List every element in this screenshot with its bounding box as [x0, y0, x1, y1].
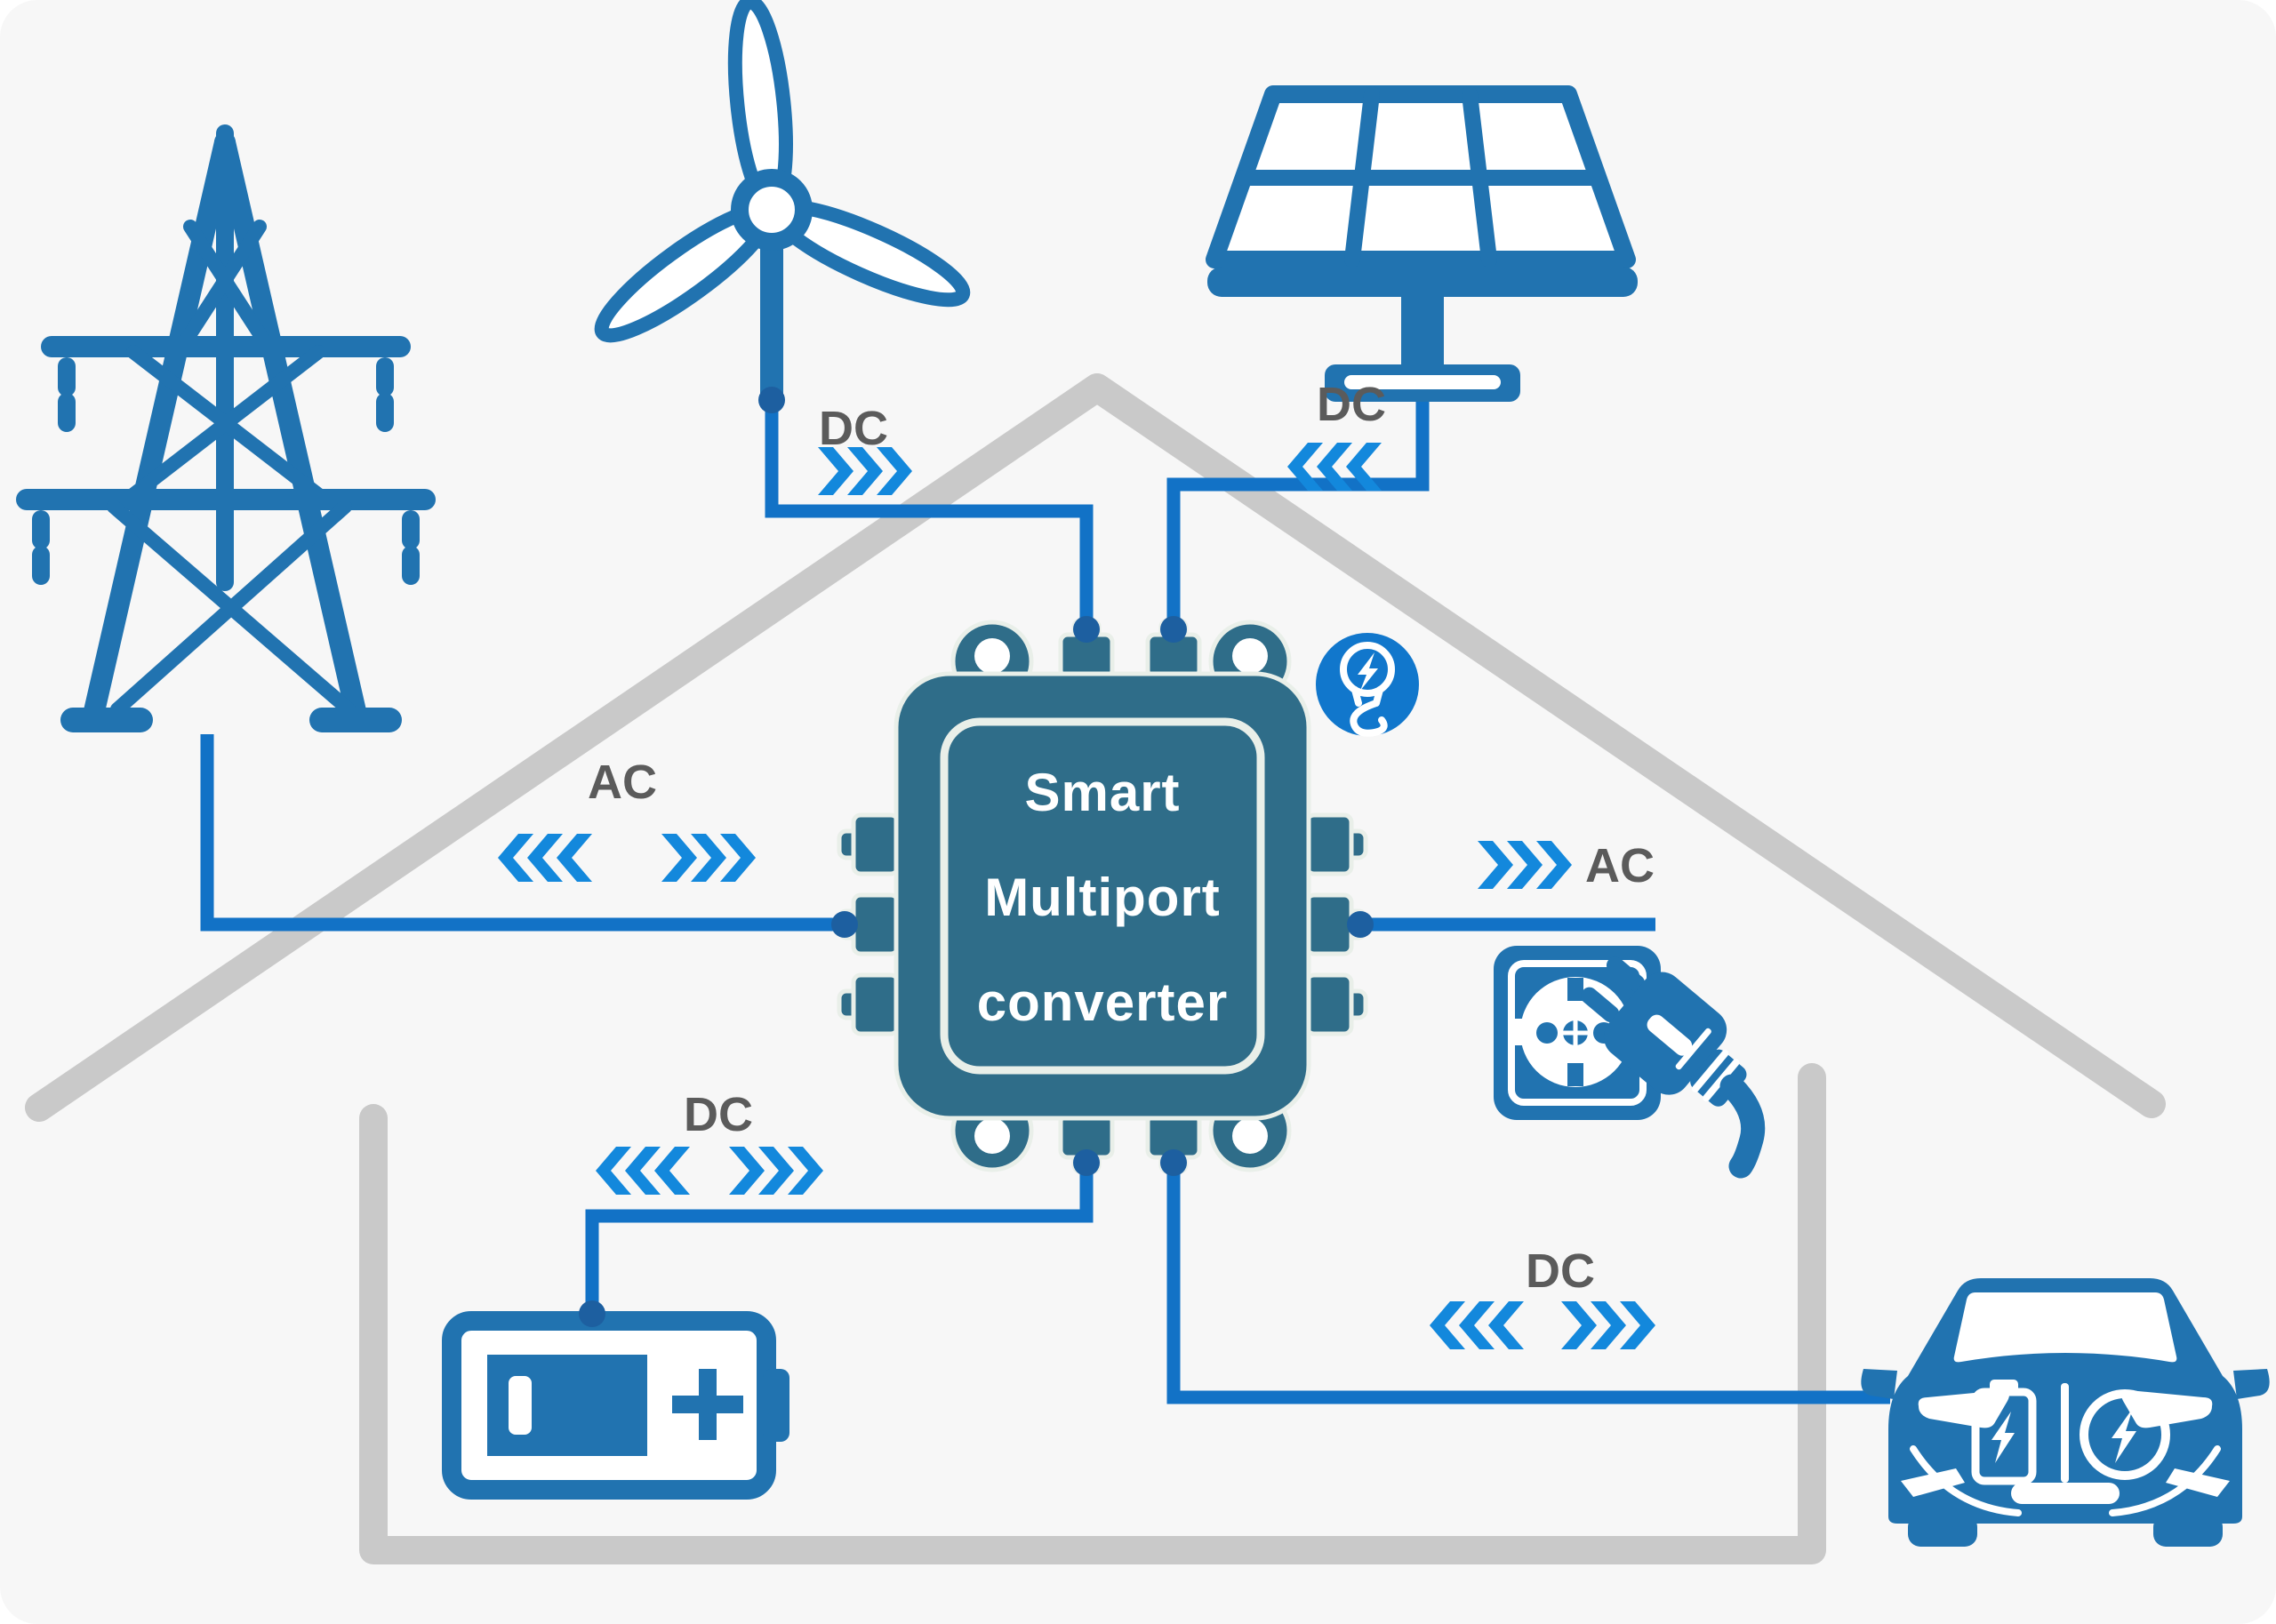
power-wires	[200, 400, 1890, 1404]
grid-flow-label: AC	[588, 756, 657, 809]
house-outline	[25, 373, 2166, 1564]
ev-flow-arrows-right-icon	[1561, 1301, 1655, 1349]
converter-title-line3: converter	[977, 972, 1228, 1032]
wind-flow-label: DC	[819, 402, 888, 455]
flow-labels: DC DC AC AC DC DC	[498, 378, 1655, 1349]
transmission-tower-icon	[16, 124, 436, 732]
battery-dc-wire	[585, 1157, 1094, 1312]
solar-flow-label: DC	[1317, 378, 1386, 431]
wind-dc-wire	[765, 402, 1094, 660]
smart-bulb-badge-icon	[1316, 633, 1419, 737]
battery-icon	[442, 1311, 789, 1500]
wind-flow-arrows-right-icon	[818, 447, 912, 495]
converter-title-line1: Smart	[1024, 763, 1180, 822]
ev-flow-arrows-left-icon	[1430, 1301, 1524, 1349]
plug-icon	[1581, 956, 1747, 1107]
ev-flow-label: DC	[1526, 1244, 1595, 1298]
solar-dc-wire	[1166, 400, 1430, 660]
battery-flow-arrows-left-icon	[596, 1147, 690, 1195]
converter-box: Smart Multiport converter	[837, 618, 1368, 1174]
wind-turbine-icon	[594, 0, 971, 408]
ev-dc-wire	[1166, 1157, 1890, 1404]
grid-flow-arrows-right-icon	[661, 834, 756, 882]
grid-ac-wire	[200, 734, 843, 932]
battery-flow-label: DC	[684, 1088, 753, 1141]
grid-flow-arrows-left-icon	[498, 834, 592, 882]
wall-socket-plug-icon	[1494, 946, 1766, 1179]
battery-flow-arrows-right-icon	[729, 1147, 823, 1195]
wire-dots	[579, 387, 1374, 1327]
solar-panel-icon	[1206, 85, 1638, 402]
outlet-flow-arrows-right-icon	[1478, 841, 1572, 889]
outlet-flow-label: AC	[1585, 839, 1655, 892]
converter-title-line2: Multiport	[984, 868, 1221, 927]
ev-car-icon	[1861, 1278, 2270, 1547]
